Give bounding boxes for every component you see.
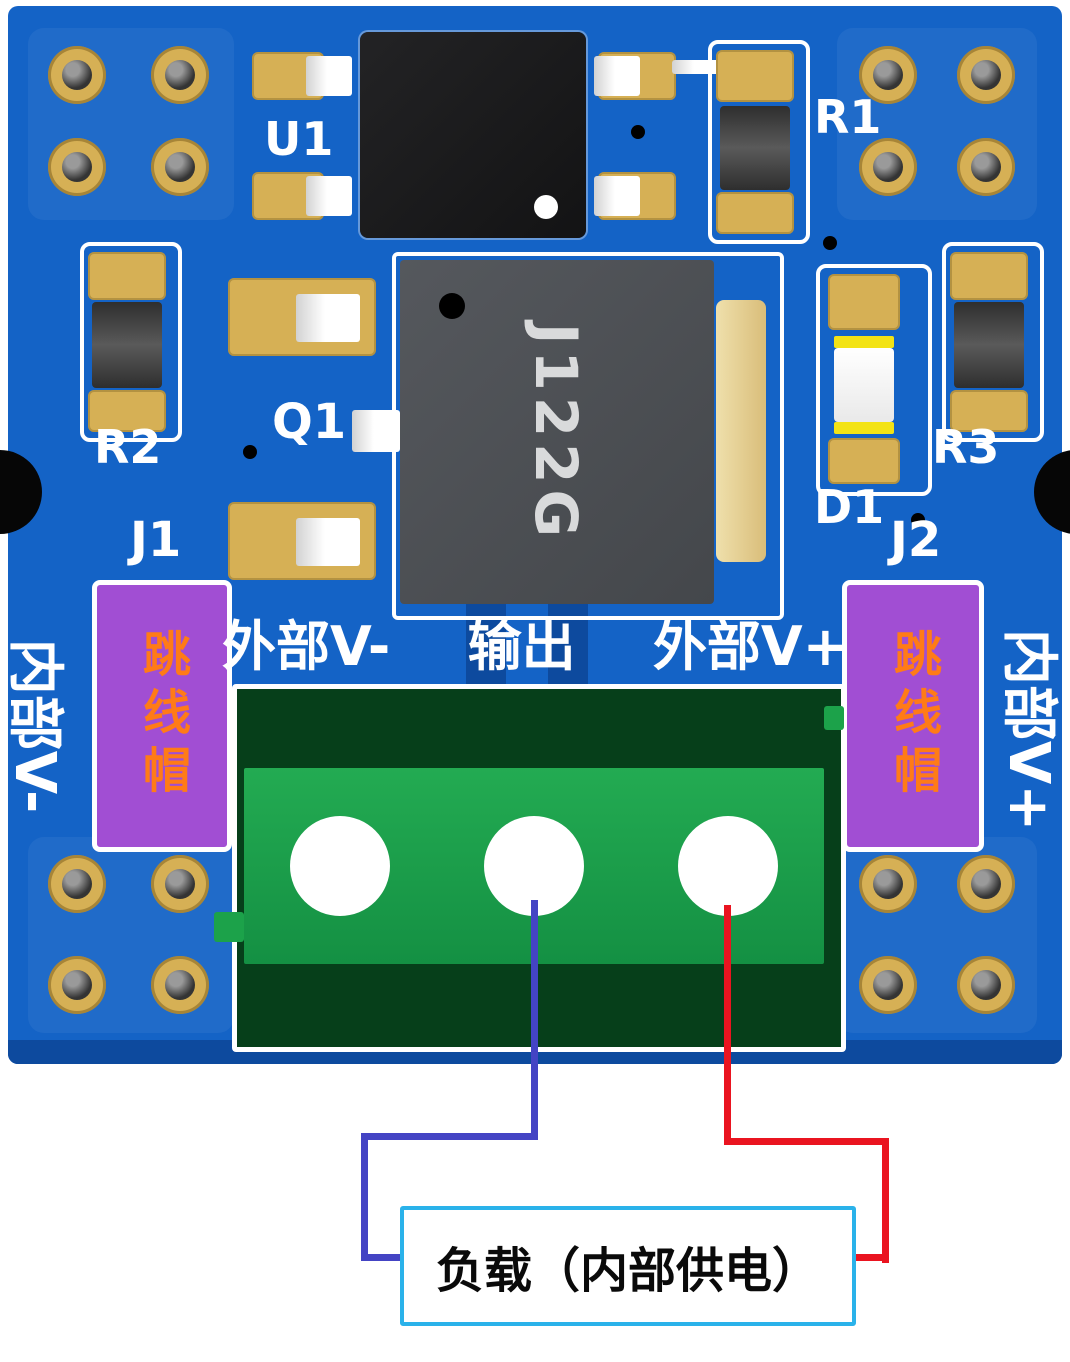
- via-dot: [631, 125, 645, 139]
- through-hole-pin: [48, 956, 106, 1014]
- blue-wire-segment: [361, 1133, 538, 1140]
- via-dot: [823, 236, 837, 250]
- silkscreen-external-v-plus: 外部V+: [652, 614, 848, 678]
- load-annotation-box: 负载（内部供电）: [400, 1206, 856, 1326]
- q1-pad-silk: [296, 294, 360, 342]
- q1-label: Q1: [272, 394, 347, 450]
- blue-wire-segment: [361, 1254, 406, 1261]
- r2-body: [92, 302, 162, 388]
- r2-pad: [88, 252, 166, 300]
- through-hole-pin: [151, 956, 209, 1014]
- through-hole-pin: [151, 46, 209, 104]
- red-wire-segment: [724, 905, 731, 1145]
- terminal-hole-right: [678, 816, 778, 916]
- r3-pad: [950, 390, 1028, 432]
- through-hole-pin: [48, 46, 106, 104]
- u1-label: U1: [264, 112, 334, 166]
- q1-tab: [716, 300, 766, 562]
- through-hole-pin: [957, 956, 1015, 1014]
- through-hole-pin: [859, 138, 917, 196]
- j1-jumper-cap: 跳线帽: [92, 580, 232, 852]
- blue-wire-segment: [361, 1133, 368, 1261]
- through-hole-pin: [48, 138, 106, 196]
- via-dot: [243, 445, 257, 459]
- silkscreen-internal-v-plus: 内部V+: [996, 628, 1061, 832]
- through-hole-pin: [859, 46, 917, 104]
- through-hole-pin: [151, 138, 209, 196]
- u1-pad-silk: [306, 56, 352, 96]
- terminal-block-tab: [824, 706, 844, 730]
- through-hole-pin: [957, 138, 1015, 196]
- d1-led-body: [834, 348, 894, 422]
- r2-pad: [88, 390, 166, 432]
- d1-pad: [828, 274, 900, 330]
- terminal-labels-row: 外部V- 输出 外部V+: [222, 610, 848, 678]
- red-wire-segment: [724, 1138, 889, 1145]
- q1-chip-marking: J122G: [522, 322, 590, 544]
- right-edge-cutout: [1034, 450, 1070, 534]
- load-label: 负载（内部供电）: [435, 1243, 820, 1299]
- terminal-block-tab: [214, 912, 244, 942]
- d1-pad: [828, 438, 900, 484]
- d1-led-mark: [834, 336, 894, 348]
- d1-led-mark: [834, 422, 894, 434]
- through-hole-pin: [957, 855, 1015, 913]
- through-hole-pin: [859, 855, 917, 913]
- j2-label: J2: [890, 512, 942, 568]
- red-wire-segment: [882, 1138, 889, 1263]
- silkscreen-external-v-minus: 外部V-: [222, 614, 391, 678]
- q1-pin1-dot: [439, 293, 465, 319]
- r2-outline: [80, 242, 182, 442]
- j2-jumper-cap: 跳线帽: [842, 580, 984, 852]
- terminal-hole-left: [290, 816, 390, 916]
- through-hole-pin: [957, 46, 1015, 104]
- q1-pad-silk: [296, 518, 360, 566]
- r3-label: R3: [932, 420, 1000, 474]
- j1-jumper-cap-text: 跳线帽: [134, 629, 190, 803]
- u1-pin1-dot: [534, 195, 558, 219]
- u1-pad-silk: [594, 56, 640, 96]
- d1-label: D1: [814, 480, 885, 534]
- r1-outline: [708, 40, 810, 244]
- j2-jumper-cap-text: 跳线帽: [885, 629, 941, 803]
- silkscreen-output: 输出: [467, 614, 576, 678]
- blue-wire-segment: [531, 900, 538, 1140]
- r3-outline: [942, 242, 1044, 442]
- r1-pad: [716, 50, 794, 102]
- r1-pad: [716, 192, 794, 234]
- r3-pad: [950, 252, 1028, 300]
- terminal-hole-center: [484, 816, 584, 916]
- through-hole-pin: [859, 956, 917, 1014]
- r3-body: [954, 302, 1024, 388]
- r2-label: R2: [94, 420, 162, 474]
- d1-outline: [816, 264, 932, 496]
- r1-label: R1: [814, 90, 882, 144]
- through-hole-pin: [48, 855, 106, 913]
- red-wire-segment: [844, 1254, 889, 1261]
- u1-pad-silk: [594, 176, 640, 216]
- j1-label: J1: [130, 512, 182, 568]
- through-hole-pin: [151, 855, 209, 913]
- via-dot: [911, 513, 925, 527]
- r1-body: [720, 106, 790, 190]
- silkscreen-internal-v-minus: 内部V-: [2, 638, 67, 814]
- u1-pad-silk: [306, 176, 352, 216]
- left-edge-cutout: [0, 450, 42, 534]
- q1-outline: [392, 252, 784, 620]
